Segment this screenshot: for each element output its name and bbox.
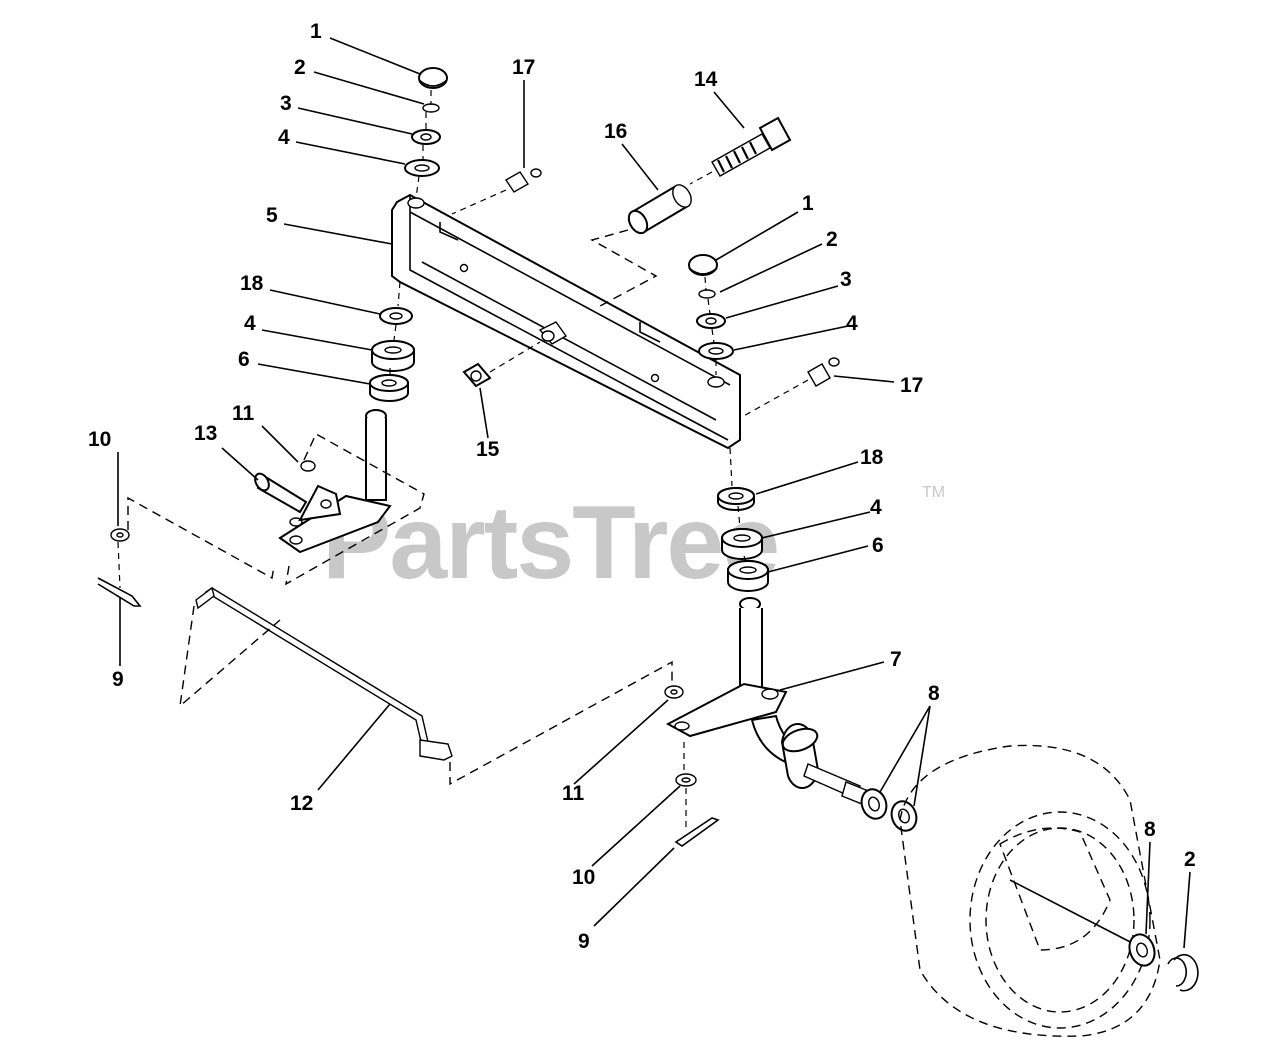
pivot-bushing — [627, 184, 692, 235]
callout-14: 14 — [694, 68, 718, 91]
callout-10: 10 — [88, 428, 111, 451]
right-spindle — [665, 597, 867, 805]
watermark-brand: PartsTree — [322, 485, 778, 601]
callout-9: 9 — [112, 668, 124, 691]
left-top-stack — [404, 67, 448, 199]
left-pin — [254, 472, 308, 514]
callout-8: 8 — [928, 682, 940, 705]
callout-2: 2 — [294, 56, 306, 79]
callout-12: 12 — [290, 792, 313, 815]
callout-6: 6 — [872, 534, 884, 557]
right-nut-11 — [664, 685, 684, 699]
pivot-bolt — [689, 116, 792, 185]
callout-4: 4 — [278, 126, 290, 149]
left-spindle — [278, 409, 392, 554]
callout-1: 1 — [310, 20, 322, 43]
left-nut-11 — [300, 460, 316, 472]
callout-18: 18 — [240, 272, 264, 295]
callout-1: 1 — [802, 192, 814, 215]
callout-5: 5 — [266, 204, 278, 227]
callout-3: 3 — [840, 268, 852, 291]
callout-4: 4 — [846, 312, 858, 335]
callout-17: 17 — [900, 374, 923, 397]
grease-fitting-left — [451, 168, 542, 215]
right-top-stack — [688, 254, 734, 375]
axle-beam — [391, 193, 741, 450]
callout-13: 13 — [194, 422, 217, 445]
callout-2: 2 — [1184, 848, 1196, 871]
callout-15: 15 — [476, 438, 500, 461]
callout-9: 9 — [578, 930, 590, 953]
left-lower-stack — [369, 281, 415, 402]
callout-4: 4 — [870, 496, 882, 519]
watermark: PartsTree TM — [322, 484, 945, 601]
callout-4: 4 — [244, 312, 256, 335]
callout-3: 3 — [280, 92, 292, 115]
pivot-line — [590, 229, 658, 307]
callout-6: 6 — [238, 348, 250, 371]
left-washer-10 — [110, 496, 275, 580]
wheel-assembly — [899, 744, 1199, 1037]
callout-17: 17 — [512, 56, 535, 79]
callouts: 1 2 3 4 5 18 4 6 11 13 10 9 17 14 16 1 2… — [88, 20, 1196, 953]
callout-8: 8 — [1144, 818, 1156, 841]
callout-7: 7 — [890, 648, 902, 671]
right-lower-stack — [717, 447, 769, 592]
tie-rod — [179, 586, 673, 786]
grease-fitting-right — [739, 357, 840, 419]
callout-16: 16 — [604, 120, 627, 143]
callout-10: 10 — [572, 866, 595, 889]
right-cotter-9 — [674, 817, 720, 847]
watermark-trademark: TM — [922, 484, 945, 501]
right-washer-10 — [675, 742, 697, 830]
callout-18: 18 — [860, 446, 884, 469]
callout-2: 2 — [826, 228, 838, 251]
leader-lines — [117, 37, 1191, 949]
left-spindle-dash — [285, 433, 425, 586]
right-washers-8 — [860, 788, 918, 832]
callout-11: 11 — [562, 782, 585, 805]
left-cotter-9 — [97, 541, 142, 607]
pivot-nut — [462, 341, 541, 388]
callout-11: 11 — [232, 402, 255, 425]
